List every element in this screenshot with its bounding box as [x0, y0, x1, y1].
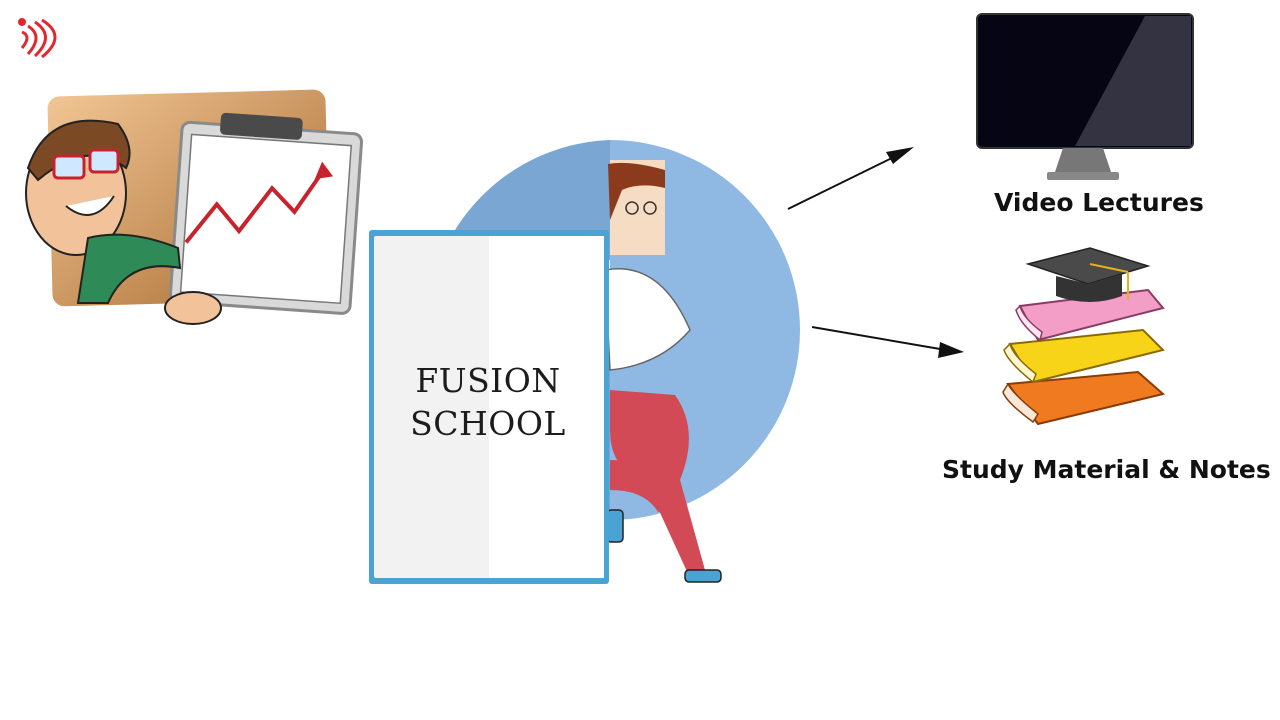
video-lectures-caption: Video Lectures: [994, 188, 1204, 217]
book-title-line1: FUSION: [415, 361, 561, 400]
man-leaning-on-book-icon: [369, 140, 800, 584]
presenter-with-chart-icon: [25, 89, 363, 325]
arrow-to-video: [787, 155, 897, 210]
fusion-school-logo-icon: [18, 18, 57, 58]
arrows: [787, 147, 964, 358]
study-material-caption: Study Material & Notes: [942, 455, 1271, 484]
books-with-graduation-cap-icon: [1002, 247, 1166, 426]
arrow-to-study: [811, 326, 941, 350]
monitor-icon: [976, 13, 1194, 180]
book-title-line2: SCHOOL: [410, 404, 566, 443]
